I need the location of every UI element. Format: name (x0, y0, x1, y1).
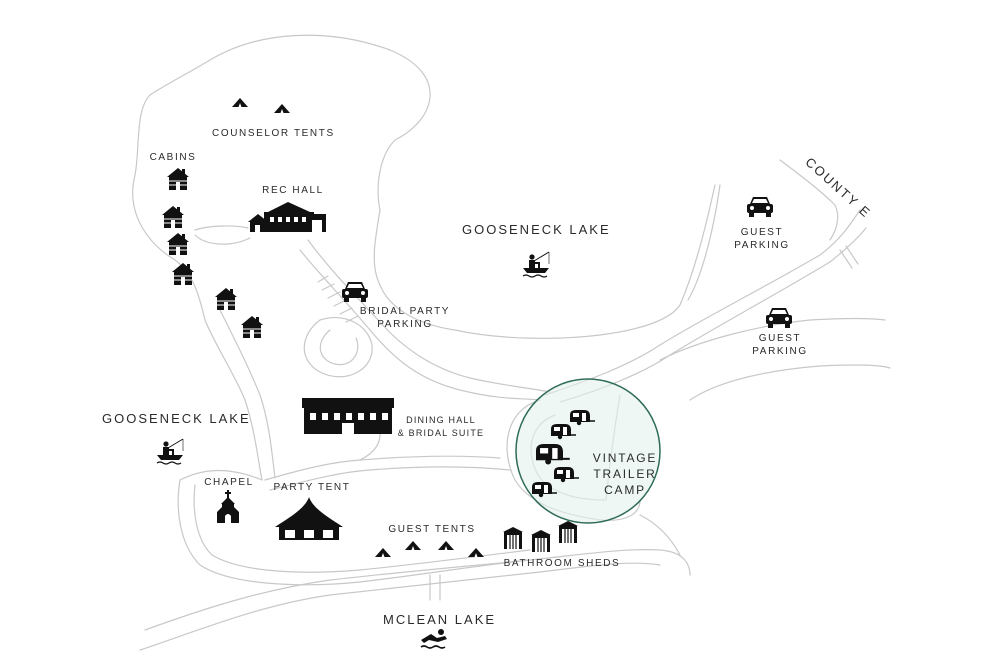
cabin-icon (240, 315, 264, 339)
cabin-icon (166, 232, 190, 256)
label-gooseneck-lake-west: GOOSENECK LAKE (102, 411, 251, 426)
label-mclean-lake: MCLEAN LAKE (383, 612, 497, 627)
cabin-icon (214, 287, 238, 311)
label-vintage-trailer-camp: VINTAGE TRAILER CAMP (592, 451, 658, 497)
label-guest-tents: GUEST TENTS (388, 524, 476, 535)
fisherman-icon (522, 251, 550, 278)
party-tent-icon (275, 497, 343, 540)
cabin-icon (161, 205, 185, 229)
label-rec-hall: REC HALL (262, 185, 324, 196)
label-guest-parking-1: GUEST PARKING (734, 227, 790, 251)
car-icon (766, 308, 792, 328)
label-cabins: CABINS (149, 152, 197, 163)
vintage-trailer-camp-area[interactable] (515, 378, 661, 524)
shed-icon (530, 529, 552, 553)
tent-icon (468, 548, 484, 557)
label-party-tent: PARTY TENT (273, 482, 351, 493)
label-guest-parking-2: GUEST PARKING (752, 333, 808, 357)
label-chapel: CHAPEL (204, 477, 254, 488)
fisherman-icon (156, 438, 184, 465)
cabin-icon (171, 262, 195, 286)
label-bathroom-sheds: BATHROOM SHEDS (503, 558, 621, 569)
label-gooseneck-lake-north: GOOSENECK LAKE (462, 222, 611, 237)
shed-icon (557, 520, 579, 544)
tent-icon (375, 548, 391, 557)
cabin-icon (166, 167, 190, 191)
car-icon (747, 197, 773, 217)
label-counselor-tents: COUNSELOR TENTS (212, 128, 335, 139)
rec-hall-building-icon (248, 202, 326, 232)
chapel-icon (217, 490, 239, 523)
swimmer-icon (420, 629, 447, 649)
tent-icon (405, 541, 421, 550)
tent-icon (274, 104, 290, 113)
tent-icon (232, 98, 248, 107)
tent-icon (438, 541, 454, 550)
label-bridal-party-parking: BRIDAL PARTY PARKING (359, 306, 451, 330)
dining-hall-building-icon (302, 398, 394, 434)
shed-icon (502, 526, 524, 550)
label-dining-hall: DINING HALL & BRIDAL SUITE (397, 415, 485, 438)
